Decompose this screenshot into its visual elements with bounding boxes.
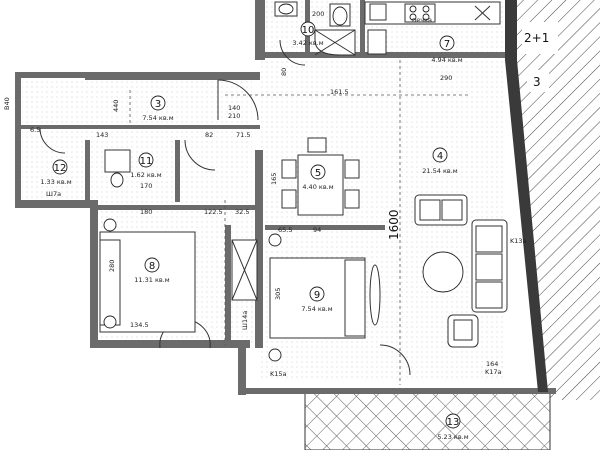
dim-143: 143 [96,131,108,139]
guide-lines [129,60,470,385]
room-marker-9 [309,286,325,302]
label-sh14: Ш14a [241,311,249,330]
dim-65-5: 65.5 [278,226,292,234]
label-b40: B40 [3,97,11,110]
misc-labels: печка 2+1 3 K13a K17a K15a Ш7a Ш14a B40 [3,16,549,378]
room-marker-3 [150,95,166,111]
label-k15: K15a [270,370,287,378]
stove-label: печка [412,16,432,24]
dim-280: 280 [108,260,116,272]
room-area-11: 1.62 кв.м [130,171,161,179]
room-marker-5 [310,164,326,180]
room-area-2: 3.42 кв.м [292,39,323,47]
dim-134-5: 134.5 [130,321,149,329]
unit-label-2plus1: 2+1 [524,31,549,45]
dim-165: 165 [270,173,278,185]
living-furniture [414,194,508,348]
dim-71-5: 71.5 [236,131,250,139]
room-number-8: 8 [149,261,155,272]
label-k13: K13a [510,237,527,245]
room-marker-4 [432,147,448,163]
room-area-9: 7.54 кв.м [301,305,332,313]
room-marker-13 [445,413,461,429]
room-number-4: 4 [437,151,443,162]
room-number-12: 12 [54,163,67,174]
room-marker-11 [138,152,154,168]
dimension-labels: 1600 200 290 440 161.5 140 210 143 82 71… [30,10,498,368]
label-sh7: Ш7a [46,190,61,198]
unit-label-3: 3 [533,75,541,89]
room-number-13: 13 [447,417,460,428]
room-number-5: 5 [315,168,321,179]
room-number-11: 11 [140,156,153,167]
room-area-3: 7.54 кв.м [142,114,173,122]
room-number-3: 3 [155,99,161,110]
room-area-12: 1.33 кв.м [40,178,71,186]
room-area-7: 4.94 кв.м [431,56,462,64]
room-marker-8 [144,257,160,273]
room-number-9: 9 [314,290,320,301]
dim-6-5: 6.5 [30,126,40,134]
dim-1600: 1600 [387,209,401,240]
dim-180: 180 [140,208,152,216]
dim-161-5: 161.5 [330,88,349,96]
label-k17: K17a [485,368,502,376]
kitchen-counter [364,1,501,55]
dim-122-5: 122.5 [204,208,223,216]
dim-305: 305 [274,288,282,300]
room-area-8: 11.31 кв.м [134,276,169,284]
dim-200: 200 [312,10,324,18]
room-marker-7 [439,35,455,51]
bathroom-fixtures [274,1,356,56]
dim-290: 290 [440,74,452,82]
dim-32-5: 32.5 [235,208,249,216]
dim-140: 140 [228,104,240,112]
room-marker-10 [300,21,316,37]
dim-80: 80 [280,68,288,76]
balcony-tiles [304,389,551,450]
dim-94: 94 [313,226,321,234]
room-number-10: 10 [302,25,315,36]
dim-82: 82 [205,131,213,139]
dim-170: 170 [140,182,152,190]
dim-164: 164 [486,360,498,368]
walls [15,0,556,395]
room-area-13: 5.23 кв.м [437,433,468,441]
room-area-5: 4.40 кв.м [302,183,333,191]
dim-440: 440 [112,100,120,112]
dim-210: 210 [228,112,240,120]
room-number-7: 7 [444,39,450,50]
room-area-4: 21.54 кв.м [422,167,457,175]
room-marker-12 [52,159,68,175]
room-labels: 10 3.42 кв.м 7 4.94 кв.м 3 7.54 кв.м 4 2… [40,21,469,441]
